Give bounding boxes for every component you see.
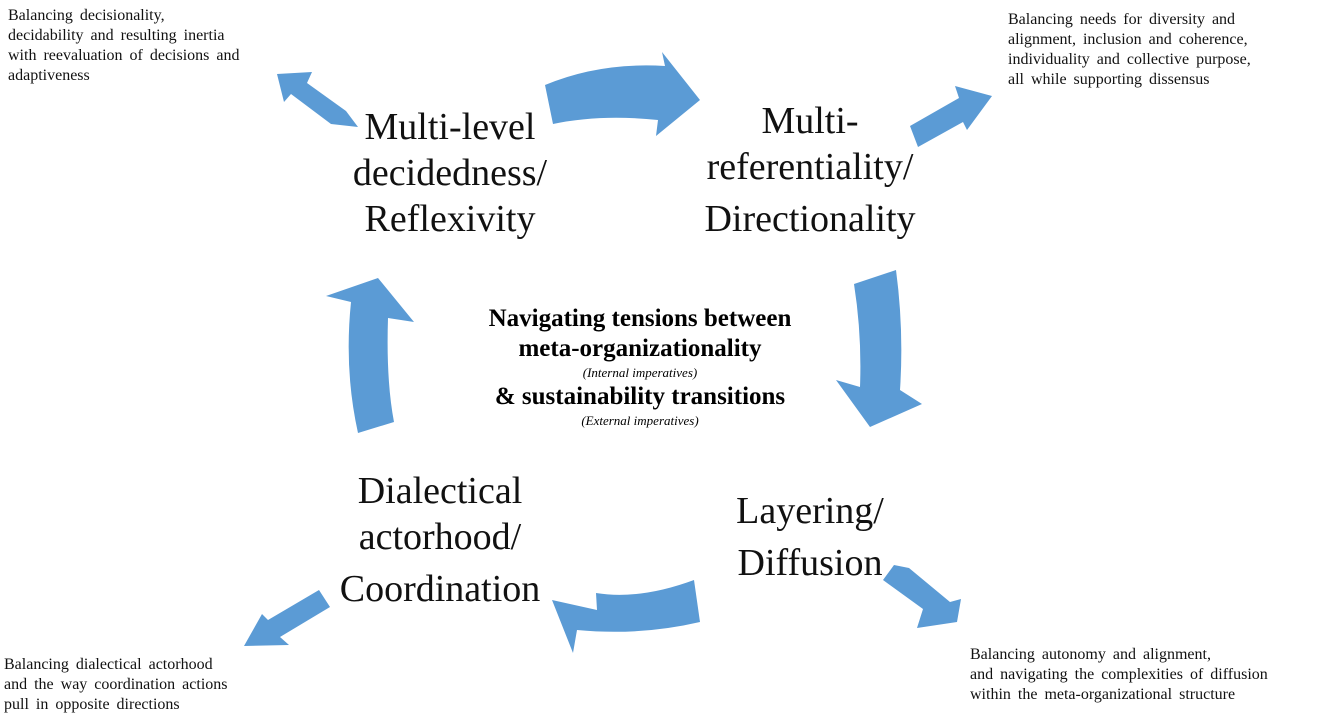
note-layering: Balancing autonomy and alignment, and na… <box>970 645 1268 705</box>
center-subtitle-internal: (Internal imperatives) <box>582 365 698 380</box>
note-line: Balancing needs for diversity and <box>1008 11 1236 28</box>
node-actorhood-line: Dialectical <box>357 470 523 512</box>
note-line: alignment, inclusion and coherence, <box>1008 31 1248 48</box>
node-actorhood: Dialectical actorhood/ Coordination <box>330 468 550 612</box>
note-line: and the way coordination actions <box>4 676 228 693</box>
node-decidedness: Multi-level decidedness/ Reflexivity <box>340 104 560 242</box>
node-layering: Layering/ Diffusion <box>730 488 890 586</box>
note-arrow-up-right <box>910 86 992 147</box>
note-line: Balancing dialectical actorhood <box>4 656 213 673</box>
node-actorhood-line: actorhood/ <box>358 516 522 558</box>
node-actorhood-line: Coordination <box>339 568 541 610</box>
cycle-arrow-up <box>326 278 414 433</box>
note-actorhood: Balancing dialectical actorhood and the … <box>4 655 228 715</box>
center-title-line2: meta-organizationality <box>518 335 762 362</box>
center-title-line3: & sustainability transitions <box>494 383 786 410</box>
note-arrow-down-right <box>883 565 961 628</box>
center-subtitle-external: (External imperatives) <box>581 413 699 428</box>
center-title-line1: Navigating tensions between <box>488 305 792 332</box>
note-line: within the meta-organizational structure <box>970 686 1236 703</box>
node-decidedness-line: decidedness/ <box>352 152 548 194</box>
cycle-arrow-right <box>545 52 700 136</box>
node-decidedness-line: Reflexivity <box>364 198 536 240</box>
center-label: Navigating tensions between meta-organiz… <box>420 304 860 430</box>
note-line: Balancing decisionality, <box>8 7 165 24</box>
note-line: adaptiveness <box>8 67 90 84</box>
node-referentiality-line: Directionality <box>704 198 916 240</box>
note-line: decidability and resulting inertia <box>8 27 225 44</box>
note-arrow-up-left <box>277 72 358 127</box>
note-line: pull in opposite directions <box>4 696 180 713</box>
node-referentiality-line: referentiality/ <box>706 146 914 188</box>
note-decidedness: Balancing decisionality, decidability an… <box>8 6 240 86</box>
cycle-arrow-left <box>552 580 700 653</box>
note-line: and navigating the complexities of diffu… <box>970 666 1268 683</box>
note-arrow-down-left <box>244 590 330 646</box>
node-layering-line: Diffusion <box>737 542 883 584</box>
node-referentiality-line: Multi- <box>761 100 859 142</box>
node-referentiality: Multi- referentiality/ Directionality <box>700 98 920 242</box>
cycle-arrow-down <box>836 270 922 427</box>
note-line: with reevaluation of decisions and <box>8 47 240 64</box>
node-decidedness-line: Multi-level <box>364 106 536 148</box>
note-line: all while supporting dissensus <box>1008 71 1210 88</box>
note-line: Balancing autonomy and alignment, <box>970 646 1211 663</box>
node-layering-line: Layering/ <box>736 490 884 532</box>
note-line: individuality and collective purpose, <box>1008 51 1251 68</box>
note-referentiality: Balancing needs for diversity and alignm… <box>1008 10 1251 90</box>
